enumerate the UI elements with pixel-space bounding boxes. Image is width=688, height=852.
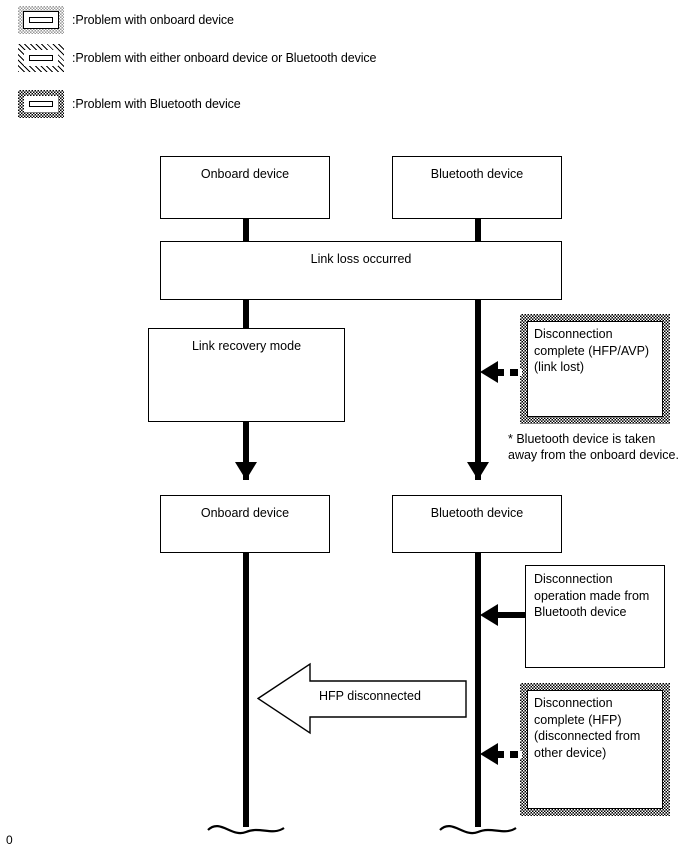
message-label: HFP disconnected xyxy=(319,689,421,703)
page-number: 0 xyxy=(6,833,13,847)
dashed-arrow-shaft-1 xyxy=(496,369,522,376)
node-link-recovery-mode: Link recovery mode xyxy=(148,328,345,422)
node-bluetooth-device-top: Bluetooth device xyxy=(392,156,562,219)
node-label: Onboard device xyxy=(200,506,290,520)
callout-disconnection-complete-hfp-avp: Disconnection complete (HFP/AVP) (link l… xyxy=(520,314,670,424)
lifeline-onboard-lower xyxy=(243,552,249,827)
either-device-problem-swatch xyxy=(18,44,64,72)
node-onboard-device-bottom: Onboard device xyxy=(160,495,330,553)
message-hfp-disconnected: HFP disconnected xyxy=(257,662,467,735)
lifeline-onboard-mid xyxy=(243,418,249,480)
callout-disconnection-operation-bluetooth: Disconnection operation made from Blueto… xyxy=(525,565,665,668)
lifeline-bluetooth-lower xyxy=(475,552,481,827)
block-arrow-icon xyxy=(257,662,467,735)
node-label: Bluetooth device xyxy=(430,167,524,181)
callout-disconnection-complete-hfp: Disconnection complete (HFP) (disconnect… xyxy=(520,683,670,816)
break-squiggle-bluetooth-icon xyxy=(438,812,518,843)
break-squiggle-onboard-icon xyxy=(206,812,286,843)
node-label: Link recovery mode xyxy=(191,339,302,353)
callout-text: Disconnection operation made from Blueto… xyxy=(534,572,650,619)
dashed-arrow-head-2-icon xyxy=(480,743,498,765)
lifeline-bluetooth-upper xyxy=(475,215,481,480)
node-onboard-device-top: Onboard device xyxy=(160,156,330,219)
dashed-arrow-shaft-2 xyxy=(496,751,522,758)
callout-text: Disconnection complete (HFP/AVP) (link l… xyxy=(527,321,663,417)
node-label: Bluetooth device xyxy=(430,506,524,520)
bluetooth-device-problem-swatch xyxy=(18,90,64,118)
node-label: Onboard device xyxy=(200,167,290,181)
legend-label-bluetooth: :Problem with Bluetooth device xyxy=(72,97,241,111)
legend-item-onboard: :Problem with onboard device xyxy=(0,6,688,40)
legend-item-bluetooth: :Problem with Bluetooth device xyxy=(0,90,688,124)
onboard-device-problem-swatch xyxy=(18,6,64,34)
arrow-down-bluetooth-icon xyxy=(467,462,489,480)
legend-item-either: :Problem with either onboard device or B… xyxy=(0,44,688,78)
solid-arrow-shaft-1 xyxy=(498,612,526,618)
node-label: Link loss occurred xyxy=(310,252,412,266)
solid-arrow-head-1-icon xyxy=(480,604,498,626)
node-link-loss-occurred: Link loss occurred xyxy=(160,241,562,300)
node-bluetooth-device-bottom: Bluetooth device xyxy=(392,495,562,553)
legend-label-either: :Problem with either onboard device or B… xyxy=(72,51,377,65)
dashed-arrow-head-1-icon xyxy=(480,361,498,383)
arrow-down-onboard-icon xyxy=(235,462,257,480)
legend-label-onboard: :Problem with onboard device xyxy=(72,13,234,27)
callout-text: Disconnection complete (HFP) (disconnect… xyxy=(527,690,663,809)
footnote-bluetooth-taken-away: * Bluetooth device is taken away from th… xyxy=(508,432,679,462)
